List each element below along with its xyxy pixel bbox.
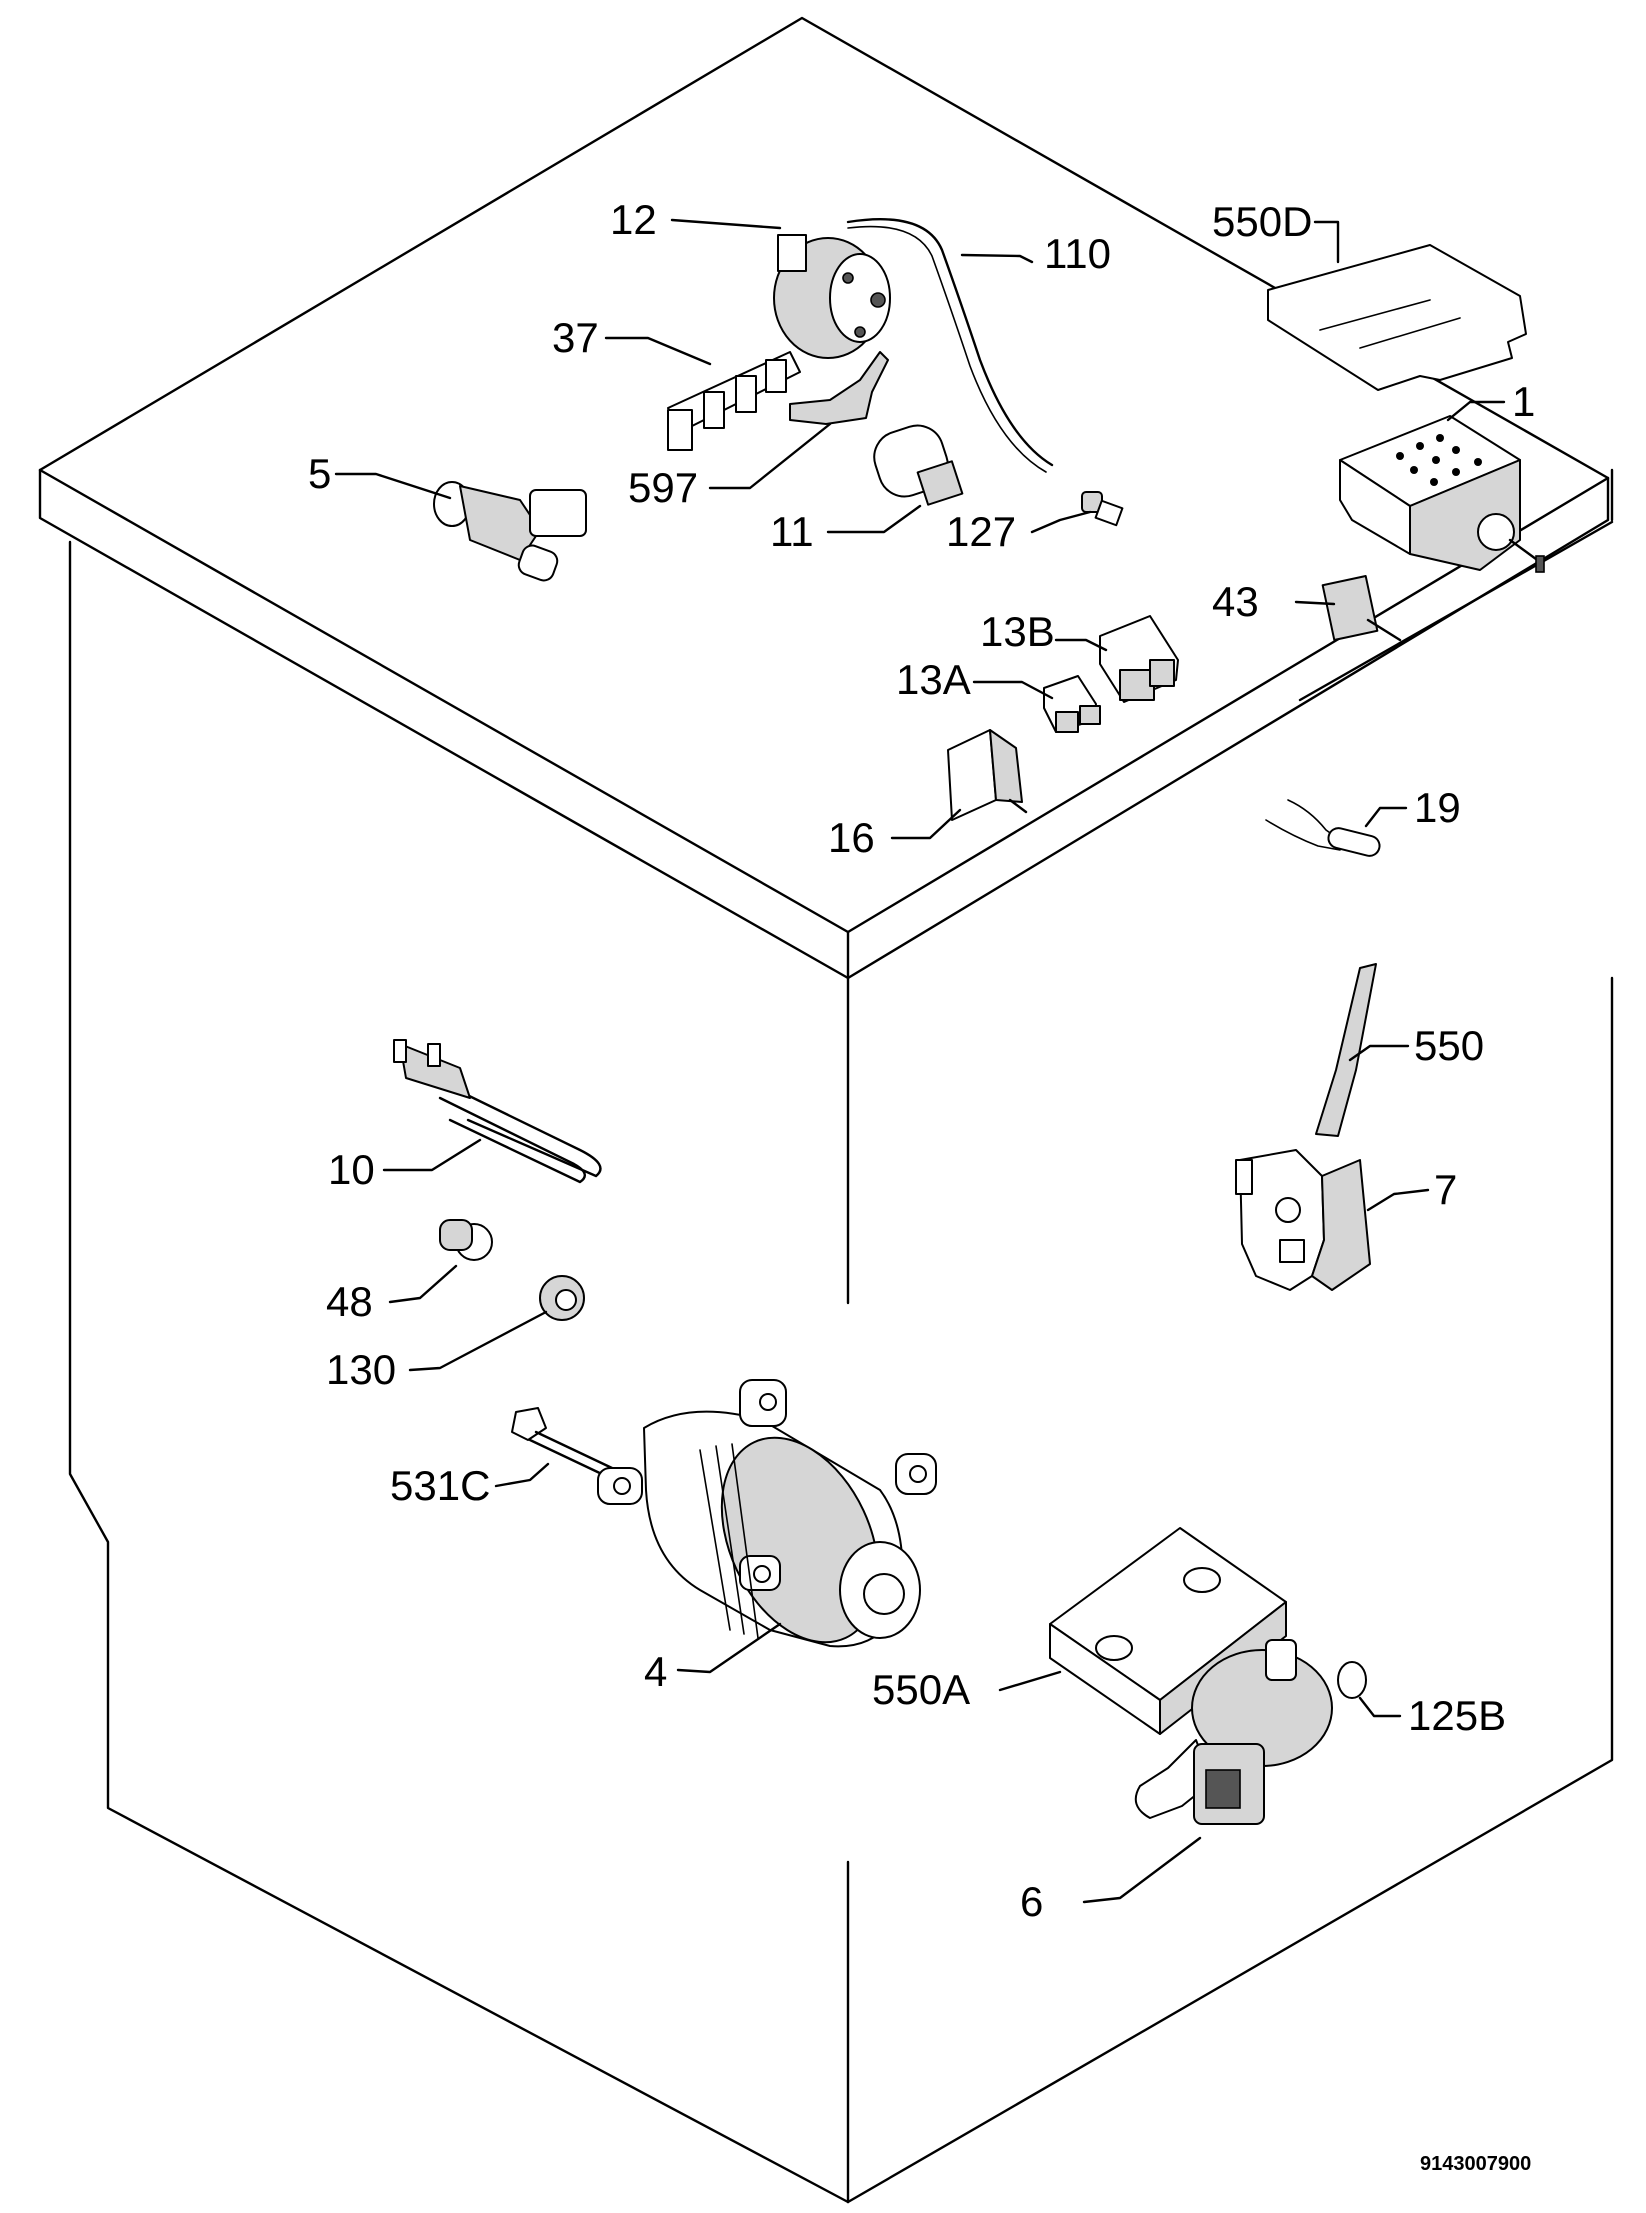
label-16: 16 — [828, 814, 875, 861]
connector-block-b-drawing — [1099, 615, 1179, 703]
label-43: 43 — [1212, 578, 1259, 625]
label-5: 5 — [308, 450, 331, 497]
label-550a: 550A — [872, 1666, 970, 1713]
ntc-sensor-drawing — [1265, 799, 1381, 857]
label-4: 4 — [644, 1648, 667, 1695]
drain-pump-drawing — [1134, 1639, 1333, 1825]
label-12: 12 — [610, 196, 657, 243]
thermostat-drawing — [439, 1219, 493, 1261]
cabinet-top-face — [38, 16, 1610, 980]
cover-plate-drawing — [1267, 244, 1527, 391]
pressure-hose-drawing — [846, 218, 1054, 467]
programmer-timer-drawing — [1339, 415, 1545, 573]
switch-drawing — [1321, 575, 1402, 642]
motor-bolt-drawing — [511, 1407, 614, 1478]
label-130: 130 — [326, 1346, 396, 1393]
label-110: 110 — [1044, 230, 1111, 277]
pressure-switch-drawing — [773, 234, 891, 359]
label-597: 597 — [628, 464, 698, 511]
drawing-number: 9143007900 — [1420, 2153, 1531, 2175]
suppressor-drawing — [947, 729, 1028, 821]
heating-element-drawing — [393, 1039, 602, 1184]
pressure-hose-inner — [847, 225, 1047, 473]
inlet-valve-drawing — [433, 481, 587, 582]
label-7: 7 — [1434, 1166, 1457, 1213]
leader-lines — [334, 218, 1506, 1904]
label-10: 10 — [328, 1146, 375, 1193]
bracket-drawing — [789, 351, 889, 425]
label-11: 11 — [770, 508, 814, 555]
capacitor-drawing — [873, 424, 964, 506]
o-ring-drawing — [1337, 1661, 1367, 1699]
label-125b: 125B — [1408, 1692, 1506, 1739]
label-37: 37 — [552, 314, 599, 361]
connector-block-a-drawing — [1043, 675, 1101, 733]
lever-drawing — [1315, 963, 1377, 1137]
connector-plug-drawing — [1081, 491, 1124, 527]
terminal-strip-drawing — [667, 351, 801, 451]
label-48: 48 — [326, 1278, 373, 1325]
door-interlock-drawing — [1235, 1149, 1371, 1291]
motor-drawing — [597, 1379, 937, 1648]
label-19: 19 — [1414, 784, 1461, 831]
cabinet-outline — [38, 16, 1614, 2204]
cabinet-inner-line — [1298, 520, 1614, 702]
label-13a: 13A — [896, 656, 971, 703]
gasket-nut-drawing — [539, 1275, 585, 1321]
label-1: 1 — [1512, 378, 1535, 425]
label-531c: 531C — [390, 1462, 490, 1509]
label-127: 127 — [946, 508, 1016, 555]
cabinet-side-bottom-edge — [846, 976, 1614, 2204]
label-550d: 550D — [1212, 198, 1312, 245]
cabinet-front-left-edge — [68, 540, 850, 2204]
label-550: 550 — [1414, 1022, 1484, 1069]
cabinet-top-front-edge — [38, 468, 850, 934]
label-6: 6 — [1020, 1878, 1043, 1925]
part-labels: 12 110 550D 37 1 5 597 11 127 43 13B 13A… — [308, 196, 1535, 1925]
label-13b: 13B — [980, 608, 1055, 655]
